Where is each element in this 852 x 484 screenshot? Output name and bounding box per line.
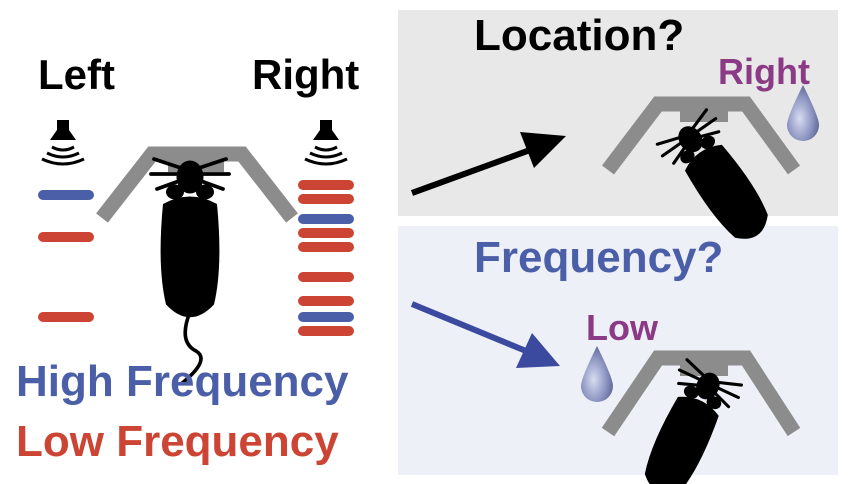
right-tone-sequence xyxy=(298,180,354,336)
high-tone-bar xyxy=(298,214,354,224)
frequency-panel xyxy=(398,226,838,475)
low-tone-bar xyxy=(298,242,354,252)
mouse-icon xyxy=(149,157,231,386)
location-panel xyxy=(398,10,838,216)
high-tone-bar xyxy=(298,312,354,322)
left-label: Left xyxy=(38,51,115,98)
location-question: Location? xyxy=(474,11,685,60)
low-tone-bar xyxy=(38,232,94,242)
low-tone-bar xyxy=(298,272,354,282)
frequency-question: Frequency? xyxy=(474,233,724,282)
location-answer: Right xyxy=(718,51,810,92)
low-tone-bar xyxy=(38,312,94,322)
low-tone-bar xyxy=(298,228,354,238)
high-tone-bar xyxy=(38,190,94,200)
low-tone-bar xyxy=(298,180,354,190)
arrow-icon xyxy=(410,301,560,368)
low-tone-bar xyxy=(298,194,354,204)
water-drop-icon xyxy=(581,346,613,402)
right-label: Right xyxy=(252,51,360,98)
left-tone-sequence xyxy=(38,190,94,322)
low-frequency-legend: Low Frequency xyxy=(16,417,339,466)
arrow-icon xyxy=(410,132,566,196)
low-tone-bar xyxy=(298,296,354,306)
high-frequency-legend: High Frequency xyxy=(16,357,349,406)
water-drop-icon xyxy=(787,85,819,141)
speaker-icon xyxy=(304,120,348,166)
speaker-icon xyxy=(41,120,85,166)
low-tone-bar xyxy=(298,326,354,336)
frequency-answer: Low xyxy=(586,307,658,348)
